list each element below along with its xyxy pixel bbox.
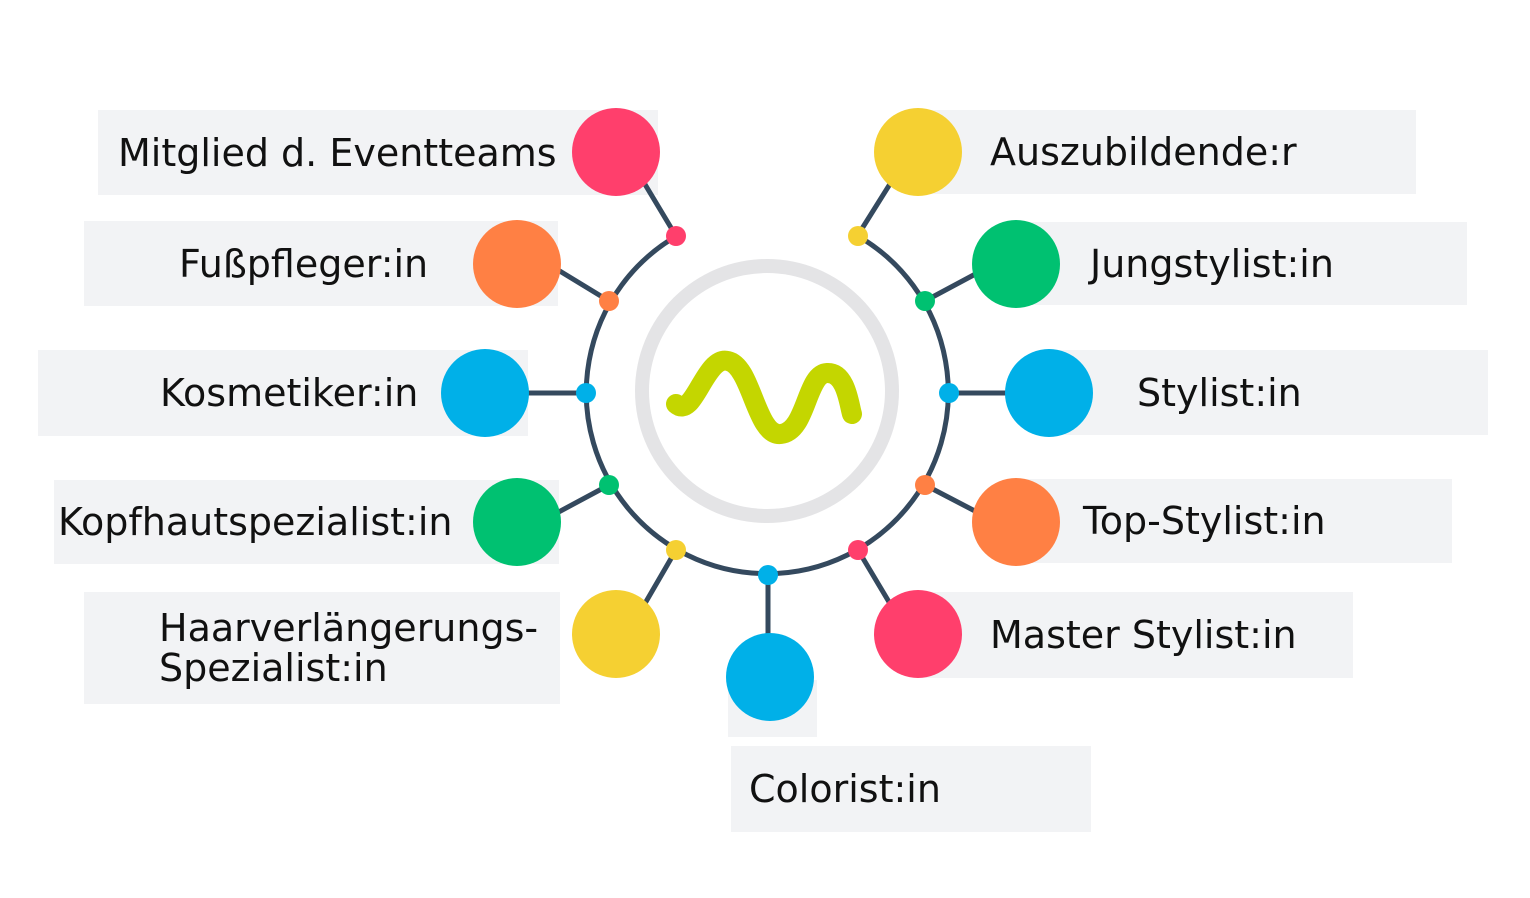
junction-colorist <box>758 565 778 585</box>
node-kosmetiker <box>441 349 529 437</box>
role-label-line2: Spezialist:in <box>159 646 388 690</box>
role-label: Auszubildende:r <box>990 130 1297 174</box>
role-label: Mitglied d. Eventteams <box>118 130 557 175</box>
node-event-team <box>572 108 660 196</box>
role-box-top-stylist: Top-Stylist:in <box>1015 479 1452 563</box>
role-box-jungstylist: Jungstylist:in <box>1015 222 1467 305</box>
role-box-master-stylist: Master Stylist:in <box>920 592 1353 678</box>
role-label: Fußpfleger:in <box>179 241 429 286</box>
role-label: Colorist:in <box>749 767 941 811</box>
node-auszubildende <box>874 108 962 196</box>
role-label-line1: Haarverlängerungs- <box>159 606 539 650</box>
role-box-haarverlaengerung: Haarverlängerungs- Spezialist:in <box>84 592 560 704</box>
node-haarverlaengerung <box>572 590 660 678</box>
junction-haarverlaengerung <box>666 540 686 560</box>
junction-dots <box>576 226 959 585</box>
node-top-stylist <box>972 478 1060 566</box>
junction-kosmetiker <box>576 383 596 403</box>
node-master-stylist <box>874 590 962 678</box>
hub-inner-disc <box>649 273 885 509</box>
role-box-kosmetiker: Kosmetiker:in <box>38 350 528 436</box>
junction-master-stylist <box>848 540 868 560</box>
spoke-auszubildende <box>855 173 898 238</box>
role-label-two-line: Haarverlängerungs- Spezialist:in <box>159 609 538 687</box>
junction-kopfhaut <box>599 475 619 495</box>
role-box-stylist: Stylist:in <box>1047 350 1488 435</box>
role-box-event-team: Mitglied d. Eventteams <box>98 110 658 195</box>
junction-auszubildende <box>848 226 868 246</box>
spoke-event-team <box>637 173 679 239</box>
role-label: Kopfhautspezialist:in <box>58 500 453 544</box>
role-box-auszubildende: Auszubildende:r <box>918 110 1416 194</box>
junction-jungstylist <box>915 291 935 311</box>
role-label: Stylist:in <box>1137 370 1302 415</box>
junction-event-team <box>666 226 686 246</box>
node-kopfhaut <box>473 478 561 566</box>
role-nodes <box>441 108 1093 721</box>
junction-top-stylist <box>915 475 935 495</box>
junction-stylist <box>939 383 959 403</box>
spoke-haarverlaengerung <box>637 547 679 615</box>
node-jungstylist <box>972 220 1060 308</box>
role-label: Master Stylist:in <box>990 613 1297 657</box>
node-stylist <box>1005 349 1093 437</box>
node-fusspfleger <box>473 220 561 308</box>
junction-fusspfleger <box>599 291 619 311</box>
role-label: Jungstylist:in <box>1090 241 1334 286</box>
role-label: Top-Stylist:in <box>1083 499 1326 543</box>
node-colorist <box>726 633 814 721</box>
wave-logo-icon <box>666 350 862 444</box>
role-box-colorist: Colorist:in <box>731 746 1091 832</box>
role-label: Kosmetiker:in <box>160 371 419 415</box>
